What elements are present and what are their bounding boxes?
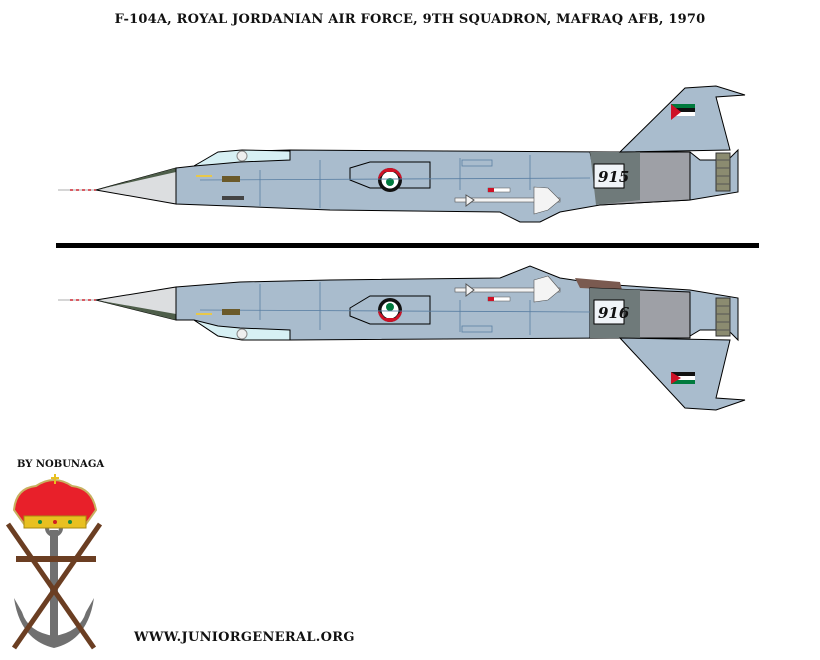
divider-line <box>56 243 759 248</box>
serial-bottom: 916 <box>598 304 630 322</box>
missile-top <box>454 186 561 215</box>
page-title: F-104A, ROYAL JORDANIAN AIR FORCE, 9TH S… <box>114 12 706 27</box>
roundel-bottom <box>378 298 402 322</box>
aircraft-top-profile: 915 <box>58 85 746 223</box>
jordan-flag-fin-bottom <box>671 372 695 384</box>
website-link[interactable]: WWW.JUNIORGENERAL.ORG <box>134 630 355 645</box>
serial-top: 915 <box>598 168 629 186</box>
jordan-flag-fin-top <box>671 104 695 120</box>
author-credit: BY NOBUNAGA <box>17 459 105 470</box>
roundel-top <box>378 168 402 192</box>
aircraft-bottom-profile: 916 <box>58 265 746 411</box>
missile-bottom <box>454 275 561 303</box>
crown-anchor-emblem <box>5 474 103 650</box>
